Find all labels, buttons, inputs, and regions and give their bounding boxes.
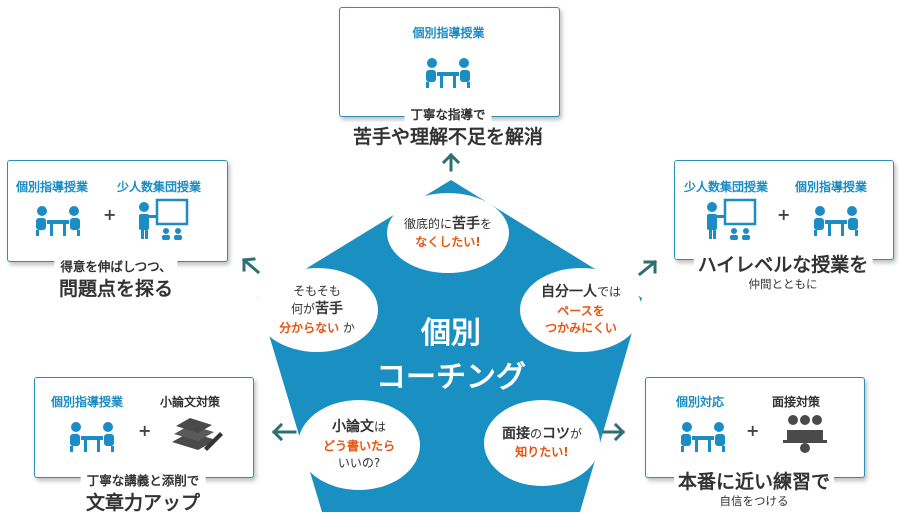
- bubble-bottom-right-text-2: の: [529, 426, 542, 441]
- bubble-left-text-2: 何が: [290, 302, 315, 317]
- card-left-label-1: 個別指導授業: [16, 180, 89, 194]
- arrow-left-icon: [271, 422, 297, 442]
- card-bottom-left-subtitle: 丁寧な講義と添削で: [80, 470, 206, 489]
- bubble-left: そもそも 何が苦手 分からない か: [256, 268, 378, 352]
- card-bottom-left: [34, 377, 254, 478]
- card-left-label-2: 少人数集団授業: [117, 180, 202, 194]
- bubble-right-text-4: つかみにくい: [545, 320, 617, 335]
- plus-sign: +: [103, 205, 117, 224]
- bubble-right-text-1: 自分一人: [540, 284, 597, 301]
- card-bottom-right-title: 本番に近い練習で: [673, 467, 835, 494]
- arrow-upleft-icon: [241, 257, 261, 275]
- card-top-label: 個別指導授業: [412, 26, 485, 40]
- bubble-left-text-3: 苦手: [315, 301, 343, 318]
- individual-lesson-icon: [814, 206, 858, 236]
- plus-sign: +: [138, 421, 152, 440]
- plus-sign: +: [777, 205, 791, 224]
- card-right-label-1: 少人数集団授業: [684, 180, 769, 194]
- group-class-icon: [707, 198, 757, 240]
- arrow-up-icon: [441, 152, 461, 172]
- books-pencil-icon: [172, 418, 223, 451]
- individual-lesson-icon: [70, 422, 114, 452]
- individual-lesson-icon: [36, 206, 80, 236]
- bubble-bottom-right-text-1: 面接: [501, 425, 530, 442]
- card-top-subtitle: 丁寧な指導で: [404, 104, 492, 123]
- card-right-label-2: 個別指導授業: [795, 180, 868, 194]
- card-bottom-right-label-2: 面接対策: [772, 395, 821, 409]
- bubble-left-text-5: か: [342, 320, 355, 335]
- bubble-right-text-3: ペースを: [557, 304, 605, 318]
- individual-lesson-icon: [681, 422, 725, 452]
- card-right-subtitle: 仲間とともに: [748, 277, 818, 291]
- bubble-bottom-left-text-3: どう書いたら: [322, 439, 395, 453]
- card-bottom-left-label-2: 小論文対策: [160, 395, 221, 409]
- bubble-left-text-1: そもそも: [293, 284, 341, 299]
- card-bottom-left-label-1: 個別指導授業: [51, 395, 124, 409]
- individual-lesson-icon: [426, 58, 470, 88]
- bubble-bottom-left: 小論文は どう書いたら いいの?: [298, 400, 420, 490]
- card-left-title: 問題点を探る: [54, 274, 178, 301]
- card-right-title: ハイレベルな授業を: [693, 250, 873, 277]
- center-title-line1: 個別: [421, 316, 481, 351]
- center-title-line2: コーチング: [376, 360, 526, 395]
- bubble-bottom-left-text-4: いいの?: [337, 455, 381, 470]
- bubble-top: 徹底的に苦手を なくしたい!: [387, 193, 509, 273]
- card-left-subtitle: 得意を伸ばしつつ、: [54, 256, 178, 275]
- bubble-top-text-3: を: [480, 216, 493, 231]
- interview-icon: [783, 415, 827, 453]
- bubble-right: 自分一人では ペースを つかみにくい: [520, 268, 642, 352]
- bubble-top-text-1: 徹底的に: [403, 216, 452, 231]
- card-top-title: 苦手や理解不足を解消: [348, 122, 548, 149]
- bubble-bottom-right: 面接のコツが 知りたい!: [484, 400, 600, 486]
- group-class-icon: [139, 198, 189, 240]
- bubble-bottom-left-text-2: は: [373, 420, 386, 435]
- bubble-bottom-right-text-4: が: [570, 426, 583, 441]
- arrow-upright-icon: [637, 259, 658, 277]
- card-bottom-right-label-1: 個別対応: [676, 395, 725, 409]
- bubble-left-text-4: 分からない: [279, 320, 340, 335]
- bubble-top-text-4: なくしたい!: [415, 235, 481, 250]
- card-bottom-right-subtitle: 自信をつける: [719, 494, 789, 508]
- bubble-right-text-2: では: [596, 285, 621, 300]
- arrow-right-icon: [602, 422, 626, 442]
- card-bottom-left-title: 文章力アップ: [81, 488, 205, 515]
- bubble-bottom-right-text-3: コツ: [542, 425, 570, 442]
- bubble-bottom-left-text-1: 小論文: [331, 419, 374, 436]
- card-top: [339, 7, 560, 117]
- bubble-top-text-2: 苦手: [452, 215, 480, 232]
- plus-sign: +: [746, 421, 760, 440]
- bubble-bottom-right-text-5: 知りたい!: [515, 445, 569, 460]
